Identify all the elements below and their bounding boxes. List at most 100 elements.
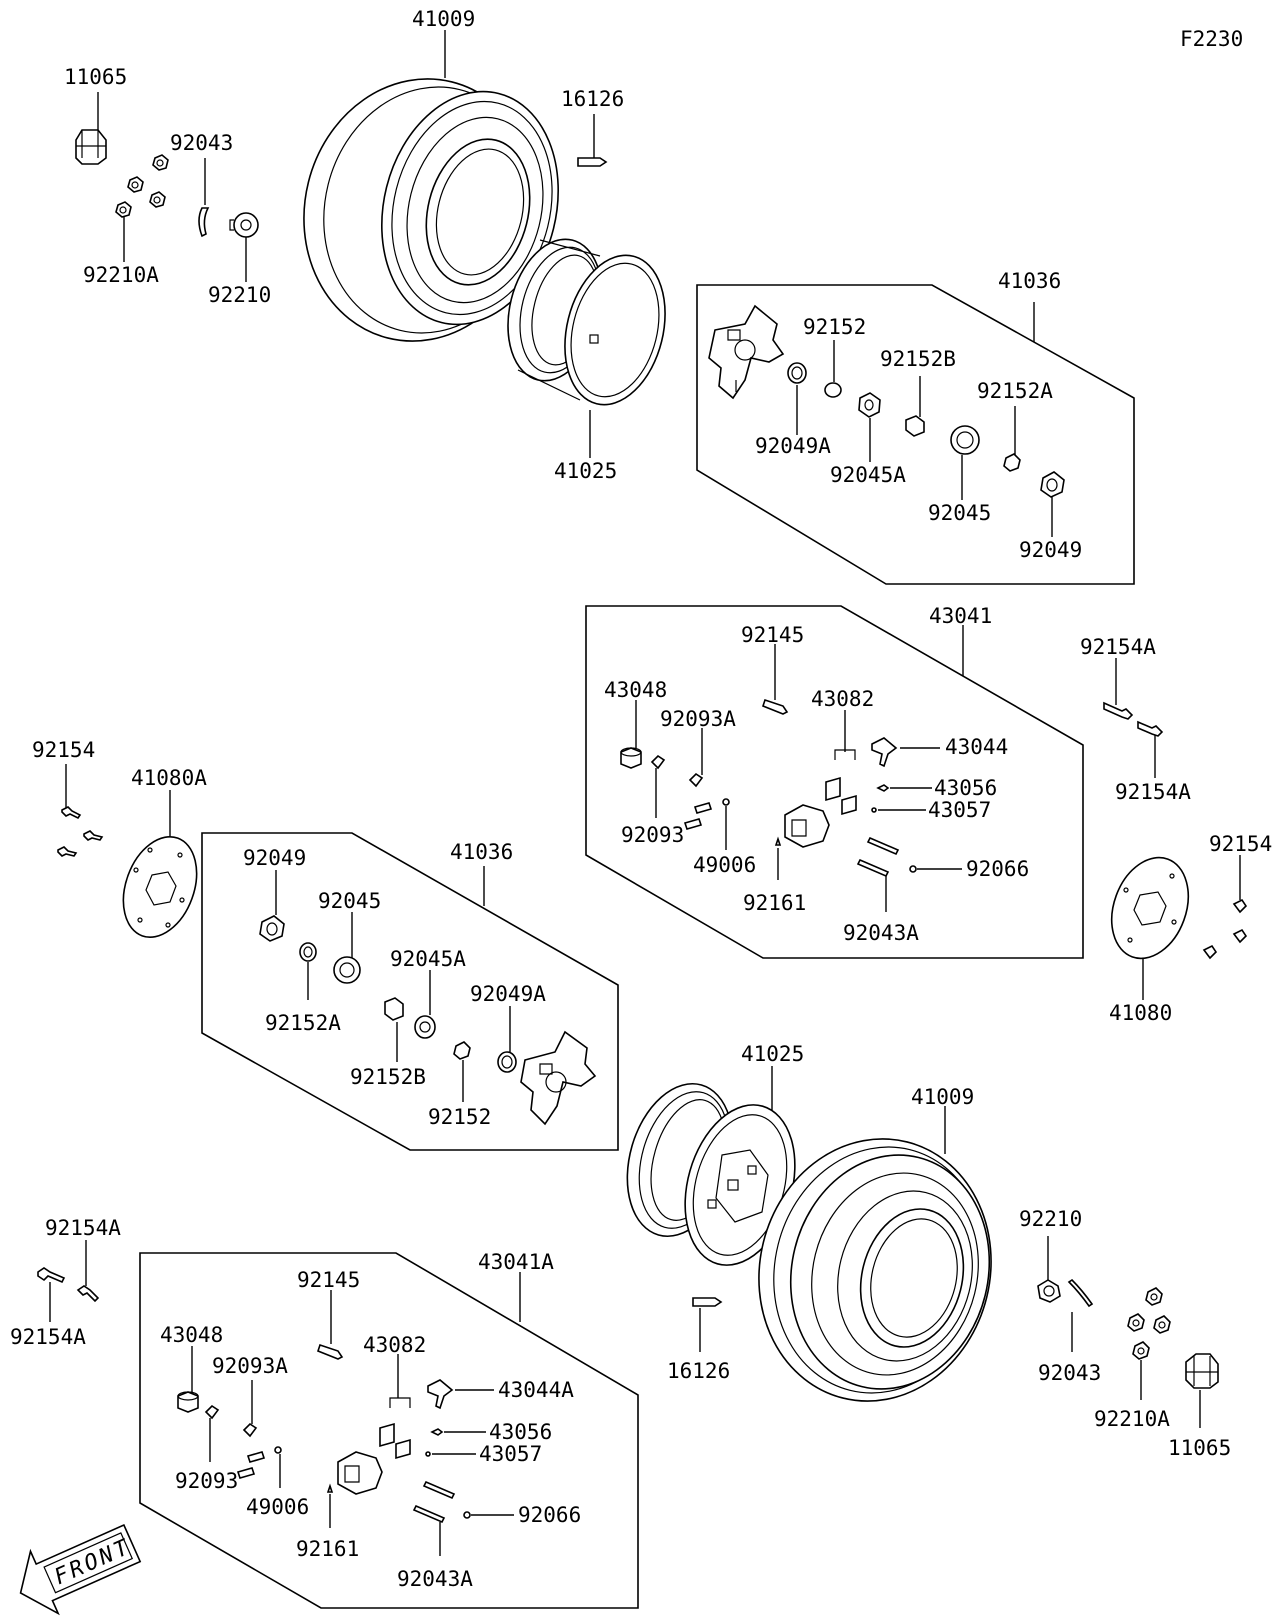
part-43057-bottom[interactable] bbox=[425, 1451, 431, 1457]
caliper-bottom[interactable] bbox=[337, 1451, 383, 1495]
bearing-92045-top[interactable] bbox=[950, 425, 980, 455]
part-label[interactable]: 92154A bbox=[10, 1325, 86, 1349]
box-title[interactable]: 43041A bbox=[478, 1250, 554, 1274]
part-label[interactable]: 43056 bbox=[934, 776, 997, 800]
collar-92152B-bottom[interactable] bbox=[384, 997, 404, 1021]
part-label[interactable]: 92043A bbox=[397, 1567, 473, 1591]
part-label[interactable]: 43082 bbox=[363, 1333, 426, 1357]
part-43056-bottom[interactable] bbox=[430, 1428, 444, 1436]
part-label[interactable]: 92093A bbox=[660, 707, 736, 731]
seal-92049-bottom[interactable] bbox=[259, 915, 285, 942]
part-label[interactable]: 92093 bbox=[621, 823, 684, 847]
part-label[interactable]: 92093 bbox=[175, 1469, 238, 1493]
bolts-92154A-right[interactable] bbox=[1103, 701, 1164, 737]
part-label[interactable]: 43057 bbox=[479, 1442, 542, 1466]
part-43057-mid[interactable] bbox=[871, 807, 877, 813]
part-label[interactable]: 41080A bbox=[131, 766, 207, 790]
box-title[interactable]: 43041 bbox=[929, 604, 992, 628]
seal-92049-top[interactable] bbox=[1040, 471, 1065, 498]
part-label[interactable]: 41009 bbox=[911, 1085, 974, 1109]
part-label[interactable]: 92152 bbox=[803, 315, 866, 339]
seal-92093A-mid[interactable] bbox=[688, 772, 704, 788]
cap-11065-bottom[interactable] bbox=[1185, 1353, 1219, 1389]
pads-43082-bottom[interactable] bbox=[379, 1397, 411, 1460]
castle-nut-top-left[interactable] bbox=[229, 212, 259, 238]
part-label[interactable]: 92145 bbox=[741, 623, 804, 647]
part-label[interactable]: 92210A bbox=[1094, 1407, 1170, 1431]
part-label[interactable]: 92210 bbox=[1019, 1207, 1082, 1231]
disc-41080[interactable] bbox=[1098, 847, 1201, 969]
part-label[interactable]: 41025 bbox=[554, 459, 617, 483]
part-label[interactable]: 92043 bbox=[170, 131, 233, 155]
spring-43044A-bottom[interactable] bbox=[427, 1379, 454, 1410]
pin-92161-mid[interactable] bbox=[774, 836, 782, 846]
nuts-top-left[interactable] bbox=[115, 154, 169, 218]
part-label[interactable]: 11065 bbox=[1168, 1436, 1231, 1460]
part-label[interactable]: 92154 bbox=[32, 738, 95, 762]
tire-41009-top[interactable] bbox=[276, 54, 582, 366]
part-label[interactable]: 43044 bbox=[945, 735, 1008, 759]
bleeder-92145-bottom[interactable] bbox=[317, 1343, 344, 1360]
castle-nut-bottom-right[interactable] bbox=[1037, 1279, 1061, 1303]
part-label[interactable]: 92066 bbox=[966, 857, 1029, 881]
part-label[interactable]: 92210A bbox=[83, 263, 159, 287]
disc-41080A[interactable] bbox=[110, 827, 209, 948]
part-label[interactable]: 41009 bbox=[412, 7, 475, 31]
box-title[interactable]: 41036 bbox=[450, 840, 513, 864]
bearing-92045A-bottom[interactable] bbox=[414, 1015, 436, 1039]
collar-92152B-top[interactable] bbox=[905, 415, 925, 437]
part-label[interactable]: 16126 bbox=[667, 1359, 730, 1383]
cap-11065-top[interactable] bbox=[75, 129, 107, 165]
pin-92161-bottom[interactable] bbox=[326, 1483, 334, 1493]
spring-43044-mid[interactable] bbox=[871, 737, 898, 768]
part-label[interactable]: 43082 bbox=[811, 687, 874, 711]
collar-92152-bottom[interactable] bbox=[453, 1041, 471, 1060]
bolts-92154A-left[interactable] bbox=[37, 1267, 100, 1303]
part-label[interactable]: 92045 bbox=[318, 889, 381, 913]
bearing-92045A-top[interactable] bbox=[858, 392, 881, 418]
pads-43082-mid[interactable] bbox=[825, 749, 857, 816]
bearing-92045-bottom[interactable] bbox=[333, 956, 361, 984]
box-title[interactable]: 41036 bbox=[998, 269, 1061, 293]
part-label[interactable]: 92049 bbox=[1019, 538, 1082, 562]
hub-top[interactable] bbox=[708, 304, 785, 400]
part-label[interactable]: 92154 bbox=[1209, 832, 1272, 856]
part-label[interactable]: 92045A bbox=[390, 947, 466, 971]
part-label[interactable]: 92045 bbox=[928, 501, 991, 525]
pins-bottom[interactable] bbox=[236, 1446, 282, 1479]
part-label[interactable]: 92152B bbox=[350, 1065, 426, 1089]
piston-43048-bottom[interactable] bbox=[177, 1391, 199, 1413]
collar-92152-top[interactable] bbox=[824, 382, 842, 398]
part-label[interactable]: 92152 bbox=[428, 1105, 491, 1129]
seal-92093-bottom[interactable] bbox=[204, 1404, 220, 1420]
caliper-mid[interactable] bbox=[784, 804, 830, 848]
pin-92043A-bottom[interactable] bbox=[412, 1480, 456, 1524]
part-label[interactable]: 92154A bbox=[1115, 780, 1191, 804]
part-label[interactable]: 49006 bbox=[246, 1495, 309, 1519]
part-label[interactable]: 92154A bbox=[1080, 635, 1156, 659]
pins-mid[interactable] bbox=[683, 798, 730, 830]
nuts-bottom-right[interactable] bbox=[1127, 1287, 1171, 1360]
part-label[interactable]: 92045A bbox=[830, 463, 906, 487]
part-label[interactable]: 92154A bbox=[45, 1216, 121, 1240]
bolts-92154-left[interactable] bbox=[57, 806, 104, 857]
clip-92066-mid[interactable] bbox=[909, 865, 917, 873]
part-label[interactable]: 92152B bbox=[880, 347, 956, 371]
screws-92154-right[interactable] bbox=[1202, 898, 1248, 960]
part-label[interactable]: 16126 bbox=[561, 87, 624, 111]
collar-92152A-top[interactable] bbox=[1003, 453, 1021, 472]
part-label[interactable]: 43056 bbox=[489, 1420, 552, 1444]
part-label[interactable]: 92066 bbox=[518, 1503, 581, 1527]
hub-bottom[interactable] bbox=[520, 1030, 597, 1126]
seal-92093-mid[interactable] bbox=[650, 754, 666, 770]
part-label[interactable]: 41080 bbox=[1109, 1001, 1172, 1025]
part-label[interactable]: 43057 bbox=[928, 798, 991, 822]
collar-92152A-bottom[interactable] bbox=[299, 942, 317, 962]
part-label[interactable]: 92161 bbox=[743, 891, 806, 915]
tire-41009-bottom[interactable] bbox=[731, 1114, 1018, 1426]
part-label[interactable]: 43048 bbox=[604, 678, 667, 702]
part-43056-mid[interactable] bbox=[876, 784, 890, 792]
valve-16126-top[interactable] bbox=[577, 157, 608, 167]
bleeder-92145-mid[interactable] bbox=[762, 698, 789, 715]
part-label[interactable]: 92161 bbox=[296, 1537, 359, 1561]
